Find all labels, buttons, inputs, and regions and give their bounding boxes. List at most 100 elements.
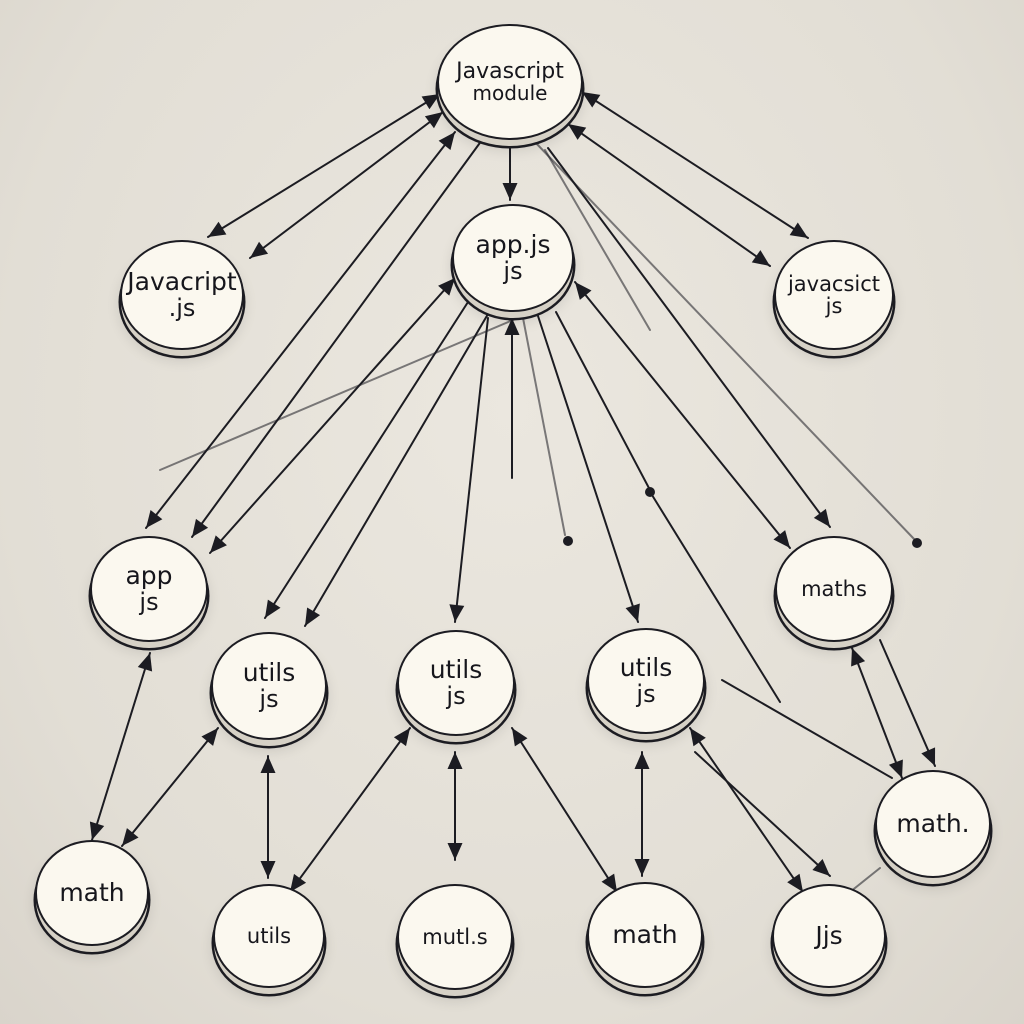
node-label-line1: utils [429, 655, 483, 685]
edge-line [454, 317, 489, 623]
node-mutls: mutl.s [397, 884, 513, 990]
edge-line [207, 93, 441, 238]
edge-line [121, 727, 219, 847]
node-label-line1: Javascript [456, 58, 564, 84]
arrowhead [601, 873, 617, 892]
node-label-line2: js [446, 681, 466, 710]
node-javacript-js: Javacript .js [120, 240, 244, 350]
arrowhead [502, 183, 518, 200]
arrowhead [888, 759, 903, 778]
node-label-line2: js [259, 684, 279, 713]
arrowhead [210, 535, 227, 553]
edge-line [879, 639, 936, 767]
edge-line [537, 315, 639, 623]
arrowhead [421, 94, 440, 110]
node-label-line2: module [472, 81, 548, 106]
arrowhead [921, 747, 936, 766]
edge-line [651, 494, 781, 703]
node-label-line2: .js [168, 293, 196, 322]
arrowhead [504, 318, 520, 335]
node-label-line1: utils [619, 653, 673, 683]
node-label-line2: js [636, 679, 656, 708]
node-app-js-left: app js [90, 536, 208, 642]
edge-line [694, 751, 831, 877]
edge-line [547, 147, 831, 528]
arrowhead [447, 843, 463, 860]
stray-dot [912, 538, 922, 548]
arrowhead [690, 728, 706, 747]
arrowhead [438, 278, 455, 296]
node-label-line1: Javacript [127, 267, 237, 297]
edge-line [522, 317, 566, 536]
node-utils-js-1: utils js [211, 632, 327, 740]
arrowhead [265, 599, 281, 618]
arrowhead [260, 756, 276, 773]
arrowhead [438, 132, 455, 151]
arrowhead [773, 530, 790, 548]
edge-line [721, 679, 893, 779]
arrowhead [146, 509, 163, 528]
edge-line [249, 111, 444, 259]
node-label-line1: utils [246, 923, 292, 948]
edge-line [555, 311, 651, 491]
edge-line [145, 131, 456, 529]
node-javacsict-js: javacsict js [774, 240, 894, 350]
edge-line [159, 299, 561, 471]
arrowhead [305, 607, 321, 626]
stray-dot [645, 487, 655, 497]
edge-line [574, 281, 791, 549]
arrowhead [812, 858, 830, 876]
arrowhead [393, 728, 410, 747]
node-label-line1: math. [896, 808, 970, 838]
arrowhead [122, 828, 139, 846]
edge-line [689, 727, 804, 893]
node-math-right: math. [875, 770, 991, 878]
edge-line [264, 301, 469, 619]
arrowhead [424, 112, 443, 129]
node-math-bottom: math [587, 882, 703, 988]
stray-dot [563, 536, 573, 546]
node-label-line1: app.js [475, 230, 551, 260]
edge-line [849, 867, 881, 893]
node-label-line1: app [125, 561, 173, 591]
node-utils-bottom: utils [213, 884, 325, 988]
edge-line [544, 149, 651, 331]
node-label-line1: math [612, 919, 678, 949]
arrowhead [568, 124, 587, 140]
arrowhead [512, 728, 528, 747]
arrowhead [201, 728, 218, 746]
arrowhead [208, 221, 227, 237]
arrowhead [137, 653, 153, 672]
node-utils-js-3: utils js [587, 628, 705, 734]
edge-line [289, 727, 411, 893]
arrowhead [582, 92, 601, 108]
arrowhead [634, 859, 650, 876]
arrowhead [250, 241, 269, 258]
edge-line [304, 313, 489, 627]
node-label-line2: js [825, 294, 843, 318]
edge-line [91, 652, 151, 841]
edge-line [581, 91, 809, 239]
node-app-js-top: app.js js [452, 204, 574, 312]
node-maths: maths [775, 536, 893, 642]
arrowhead [575, 282, 592, 300]
arrowhead [260, 861, 276, 878]
node-label-line1: maths [801, 576, 867, 601]
edge-line [534, 141, 916, 541]
edge-line [567, 123, 771, 267]
arrowhead [789, 222, 808, 238]
node-javascript-module: Javascript module [437, 24, 583, 140]
arrowhead [290, 873, 307, 892]
edge-line [511, 727, 618, 893]
arrowhead [634, 752, 650, 769]
edge-line [191, 139, 483, 538]
arrowhead [449, 604, 465, 622]
node-math-left: math [35, 840, 149, 946]
arrowhead [192, 518, 209, 537]
arrowhead [787, 873, 803, 892]
node-jjs: Jjs [772, 884, 886, 988]
arrowhead [89, 821, 105, 840]
arrowhead [751, 250, 770, 266]
